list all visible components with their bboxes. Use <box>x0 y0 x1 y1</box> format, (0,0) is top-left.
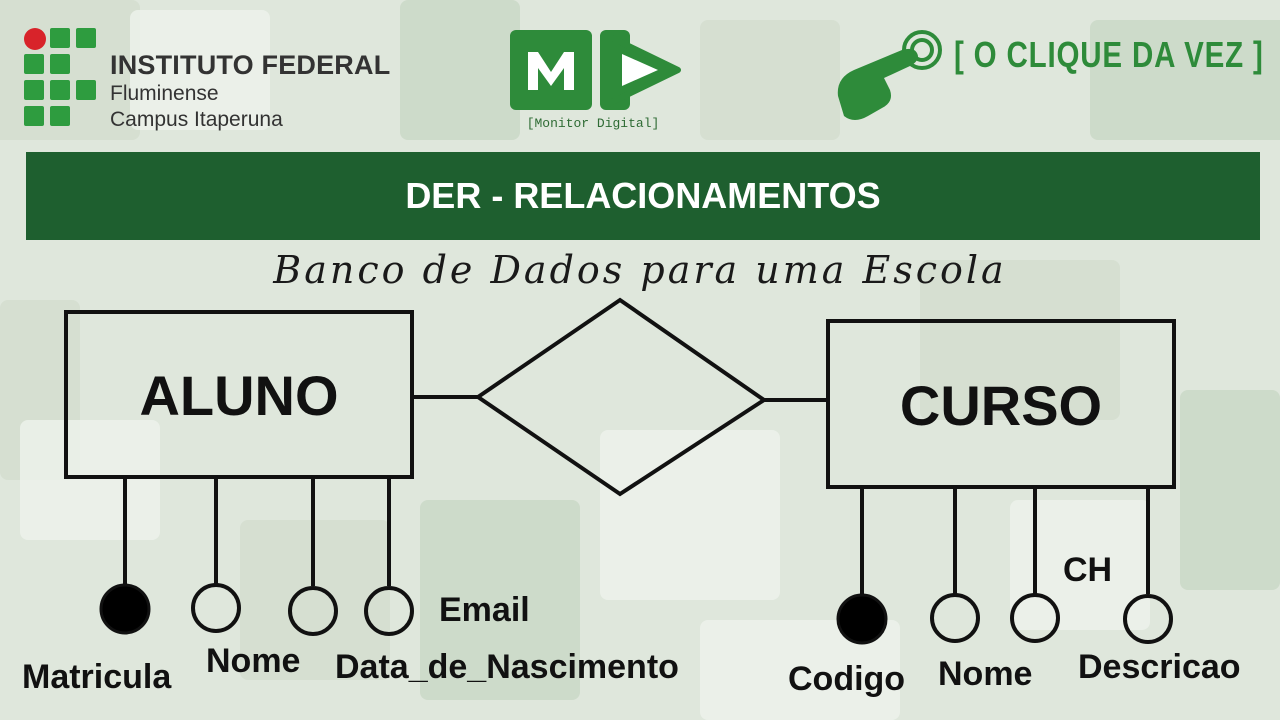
entity-curso-box <box>826 319 1176 489</box>
m-logo-icon <box>510 30 592 110</box>
label-matricula: Matricula <box>22 658 172 696</box>
attribute-ch <box>1123 594 1173 644</box>
institute-line1: Fluminense <box>110 82 219 105</box>
title-banner: DER - RELACIONAMENTOS <box>26 152 1260 240</box>
play-logo-icon <box>600 30 682 110</box>
monitor-caption: [Monitor Digital] <box>526 116 660 131</box>
clique-label: [ O CLIQUE DA VEZ ] <box>954 34 1264 75</box>
monitor-digital-logo: [Monitor Digital] <box>508 30 681 136</box>
attribute-nome-curso <box>930 593 980 643</box>
clique-da-vez-logo: [ O CLIQUE DA VEZ ] <box>832 28 1272 128</box>
institute-title: INSTITUTO FEDERAL <box>110 50 391 80</box>
if-grid-icon <box>24 28 98 128</box>
label-nome-curso: Nome <box>938 655 1033 693</box>
label-nome-aluno: Nome <box>206 642 301 680</box>
label-codigo: Codigo <box>788 660 906 698</box>
attribute-data-nascimento <box>288 586 338 636</box>
attribute-nome-aluno <box>191 583 241 633</box>
key-attribute-codigo <box>836 593 888 645</box>
banner-title: DER - RELACIONAMENTOS <box>405 175 881 216</box>
attribute-email <box>364 586 414 636</box>
entity-curso-label: CURSO <box>900 374 1102 437</box>
entity-aluno-label: ALUNO <box>139 364 338 427</box>
pointing-hand-icon <box>837 30 942 120</box>
instituto-federal-logo: INSTITUTO FEDERAL Fluminense Campus Itap… <box>24 28 404 132</box>
key-attribute-matricula <box>99 583 151 635</box>
label-data-nascimento: Data_de_Nascimento <box>335 648 679 686</box>
relationship-diamond <box>474 297 768 497</box>
attribute-descricao <box>1010 593 1060 643</box>
label-email: Email <box>439 591 530 629</box>
institute-line2: Campus Itaperuna <box>110 108 283 131</box>
label-descricao: Descricao <box>1078 648 1241 686</box>
entity-aluno-box <box>64 310 414 479</box>
label-ch: CH <box>1063 551 1113 589</box>
diagram-subtitle: Banco de Dados para uma Escola <box>273 248 1007 292</box>
